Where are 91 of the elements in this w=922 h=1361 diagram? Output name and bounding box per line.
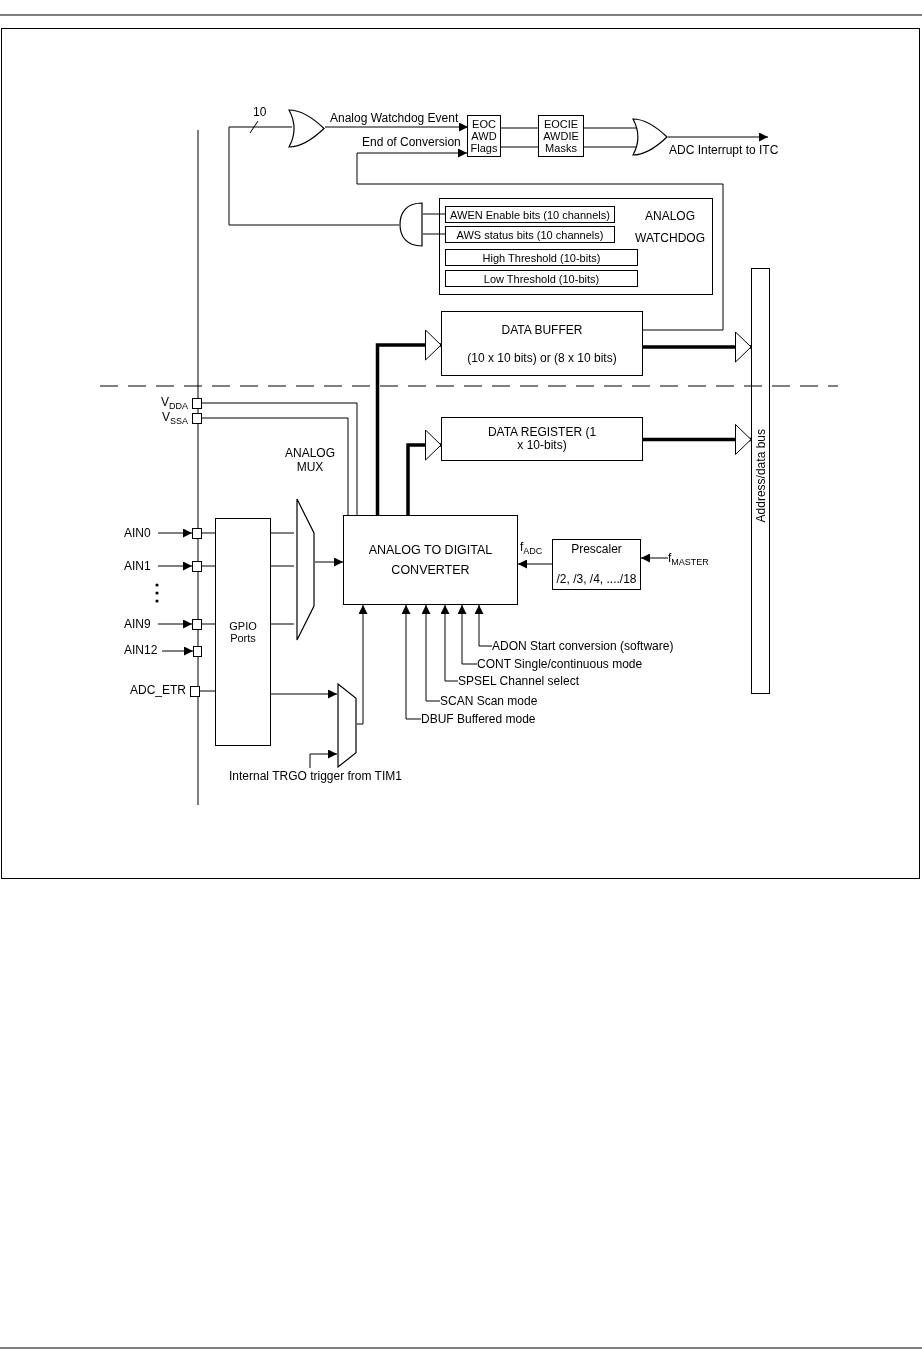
connector xyxy=(270,565,295,567)
edge-label: Analog Watchdog Event xyxy=(330,112,459,125)
connector xyxy=(228,120,400,226)
pin-label: V$_{DDA}$ xyxy=(160,395,188,409)
block-label: GPIO Ports xyxy=(228,620,258,644)
signal-label: Internal TRGO trigger from TIM1 xyxy=(229,769,402,783)
bus-arrow xyxy=(643,424,752,455)
edge-label: ADC Interrupt to ITC xyxy=(669,144,779,157)
block-box xyxy=(445,249,638,266)
block-label: AWEN Enable bits (10 channels) xyxy=(450,208,610,221)
edge-label: 10 xyxy=(253,106,267,119)
connector xyxy=(157,561,193,571)
connector xyxy=(422,213,446,215)
connector xyxy=(201,402,358,516)
connector xyxy=(270,689,338,699)
or-gate xyxy=(288,109,325,148)
connector xyxy=(401,604,422,720)
connector xyxy=(517,559,553,569)
block-label: High Threshold (10-bits) xyxy=(482,251,601,264)
signal-label: DBUF Buffered mode xyxy=(421,712,536,726)
pin-pad xyxy=(192,561,202,572)
block-box xyxy=(343,515,518,605)
connector xyxy=(270,532,295,534)
pin-label: ADC_ETR xyxy=(130,683,186,697)
and-gate xyxy=(399,202,423,247)
connector xyxy=(157,619,193,629)
connector xyxy=(500,127,539,129)
connector xyxy=(270,623,295,625)
connector xyxy=(199,690,216,692)
signal-label: AIN9 xyxy=(124,617,151,631)
connector xyxy=(474,604,493,647)
connector xyxy=(667,132,769,142)
connector xyxy=(324,122,469,132)
connector xyxy=(440,604,459,682)
watchdog-panel xyxy=(439,198,713,295)
signal-label: CONT Single/continuous mode xyxy=(477,657,643,671)
block-box xyxy=(445,270,638,287)
block-box xyxy=(215,518,271,746)
block-box xyxy=(441,311,643,376)
connector xyxy=(457,604,478,665)
signal-label: ADON Start conversion (software) xyxy=(492,639,674,653)
connector xyxy=(201,565,216,567)
block-label: ANALOG MUX xyxy=(285,446,335,474)
block-label: Prescaler xyxy=(571,541,622,558)
signal-label: AIN12 xyxy=(124,643,158,657)
block-box xyxy=(445,226,615,243)
signal-label: AIN0 xyxy=(124,526,151,540)
block-label: AWS status bits (10 channels) xyxy=(456,228,604,241)
block-label: ANALOG TO DIGITAL CONVERTER xyxy=(367,541,494,579)
block-label: DATA BUFFER xyxy=(501,321,583,339)
bus-arrow xyxy=(375,329,442,515)
connector xyxy=(309,749,338,769)
pin-label: V$_{SSA}$ xyxy=(161,410,188,424)
block-label: EOCIE AWDIE Masks xyxy=(542,118,580,154)
block-label: (10 x 10 bits) or (8 x 10 bits) xyxy=(467,349,617,367)
connector xyxy=(422,233,446,235)
pin-pad xyxy=(193,646,202,657)
block-label: EOC AWD Flags xyxy=(469,118,499,154)
edge-label: End of Conversion xyxy=(362,136,461,149)
panel-title: ANALOG WATCHDOG xyxy=(634,208,706,247)
connector xyxy=(583,146,638,148)
block-box xyxy=(445,206,615,223)
connector xyxy=(500,146,539,148)
connector xyxy=(201,623,216,625)
signal-label: f$_{MASTER}$ xyxy=(668,551,709,565)
or-gate xyxy=(632,118,668,156)
connector xyxy=(161,646,194,656)
bus-bar xyxy=(751,268,770,694)
pin-pad xyxy=(192,619,202,630)
connector xyxy=(640,553,669,563)
connector xyxy=(583,127,638,129)
signal-label: SPSEL Channel select xyxy=(458,674,579,688)
connector xyxy=(356,148,724,331)
connector xyxy=(201,417,349,516)
block-label: /2, /3, /4, ..../18 xyxy=(556,571,637,588)
multiplexer-symbol xyxy=(337,683,357,768)
bus-label: Address/data bus xyxy=(753,429,768,523)
block-label: DATA REGISTER (1 x 10-bits) xyxy=(487,426,597,452)
connector xyxy=(421,604,441,702)
connector xyxy=(157,528,193,538)
block-box xyxy=(552,539,641,590)
bus-arrow xyxy=(643,331,752,363)
connector xyxy=(314,557,344,567)
signal-label: AIN1 xyxy=(124,559,151,573)
signal-label: SCAN Scan mode xyxy=(440,694,538,708)
block-box xyxy=(441,417,643,461)
connector xyxy=(356,604,368,725)
block-label: Low Threshold (10-bits) xyxy=(483,272,600,285)
pin-pad xyxy=(192,528,202,539)
bus-arrow xyxy=(406,429,442,515)
connector xyxy=(201,532,216,534)
